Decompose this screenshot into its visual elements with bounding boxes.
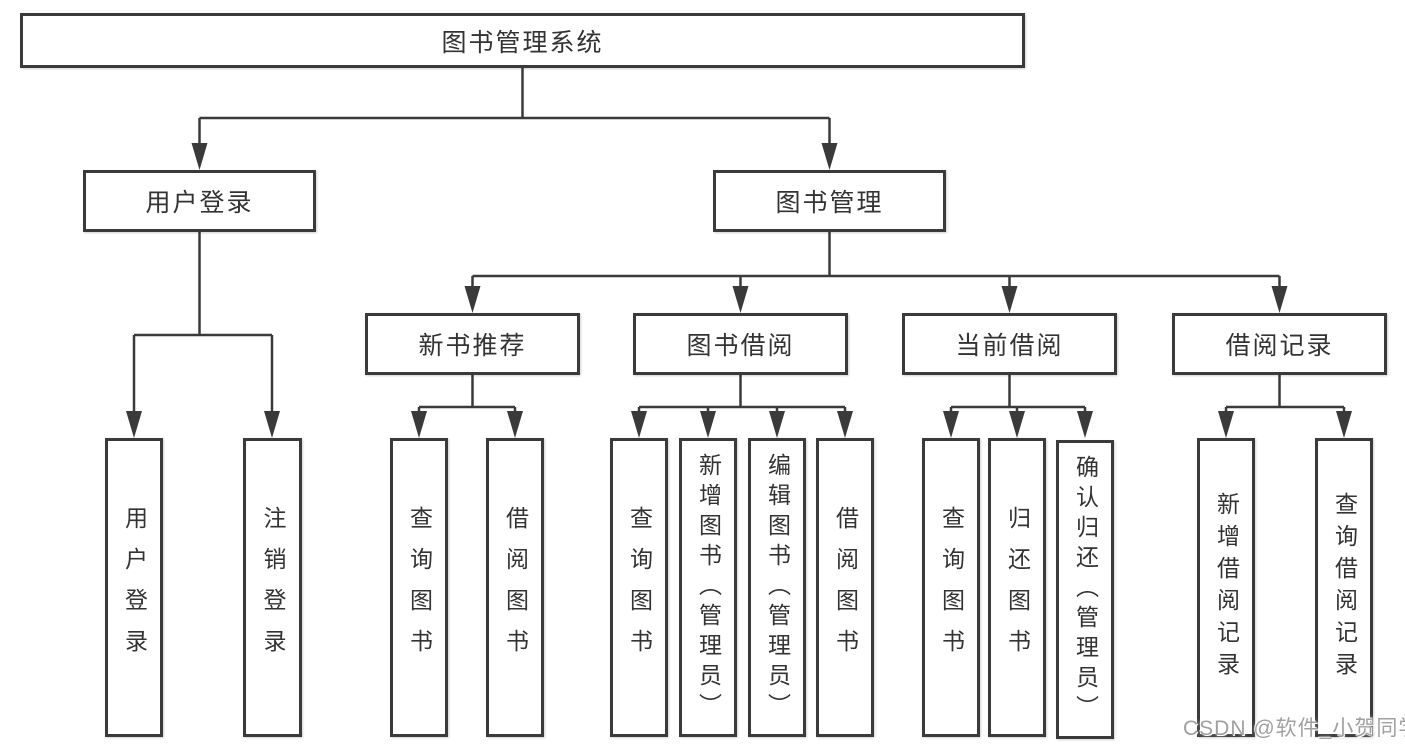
node-root: 图书管理系统 xyxy=(20,13,1025,68)
arrow-icon xyxy=(943,411,959,438)
arrow-icon xyxy=(191,143,208,170)
arrow-icon xyxy=(507,411,523,438)
csdn-watermark: CSDN @软件_小贺同学 xyxy=(1183,717,1405,740)
arrow-icon xyxy=(837,411,853,438)
arrow-icon xyxy=(464,286,481,313)
arrow-icon xyxy=(631,411,647,438)
node-book-mgmt: 图书管理 xyxy=(713,170,946,232)
leaf-nbr-query-book: 查询图书 xyxy=(390,438,448,737)
leaf-br-add-record: 新增借阅记录 xyxy=(1197,438,1255,737)
leaf-cb-confirm-return-admin: 确认归还（管理员） xyxy=(1056,440,1114,739)
arrow-icon xyxy=(732,286,749,313)
leaf-br-query-record: 查询借阅记录 xyxy=(1315,438,1373,737)
leaf-bb-query-book: 查询图书 xyxy=(610,438,668,737)
arrow-icon xyxy=(1001,286,1018,313)
leaf-cb-query-book: 查询图书 xyxy=(922,438,980,737)
leaf-nbr-borrow-book: 借阅图书 xyxy=(486,438,544,737)
connector-current-borrow-children xyxy=(949,375,1087,414)
connector-book-mgmt-children xyxy=(471,232,1281,289)
leaf-logout: 注销登录 xyxy=(243,438,302,737)
connector-root-to-level2 xyxy=(198,68,831,146)
arrow-icon xyxy=(1271,286,1288,313)
arrow-icon xyxy=(1009,411,1025,438)
arrowheads xyxy=(126,143,1352,438)
arrow-icon xyxy=(821,143,838,170)
arrow-icon xyxy=(700,411,716,438)
arrow-icon xyxy=(264,411,280,438)
arrow-icon xyxy=(411,411,427,438)
node-user-login: 用户登录 xyxy=(83,170,316,232)
connector-new-book-rec-children xyxy=(417,375,517,414)
arrow-icon xyxy=(1077,411,1093,438)
connector-book-borrow-children xyxy=(637,375,847,414)
connector-user-login-children xyxy=(132,232,274,413)
node-borrow-records: 借阅记录 xyxy=(1172,313,1387,375)
leaf-user-login: 用户登录 xyxy=(105,438,163,737)
leaf-bb-borrow-book: 借阅图书 xyxy=(816,438,874,737)
node-book-borrow: 图书借阅 xyxy=(633,313,848,375)
node-current-borrow: 当前借阅 xyxy=(902,313,1117,375)
arrow-icon xyxy=(1336,411,1352,438)
leaf-bb-edit-book-admin: 编辑图书（管理员） xyxy=(748,438,806,737)
leaf-cb-return-book: 归还图书 xyxy=(988,438,1046,737)
arrow-icon xyxy=(126,411,142,438)
arrow-icon xyxy=(769,411,785,438)
node-new-book-rec: 新书推荐 xyxy=(365,313,580,375)
connector-borrow-records-children xyxy=(1224,375,1346,414)
arrow-icon xyxy=(1218,411,1234,438)
leaf-bb-add-book-admin: 新增图书（管理员） xyxy=(679,438,737,737)
